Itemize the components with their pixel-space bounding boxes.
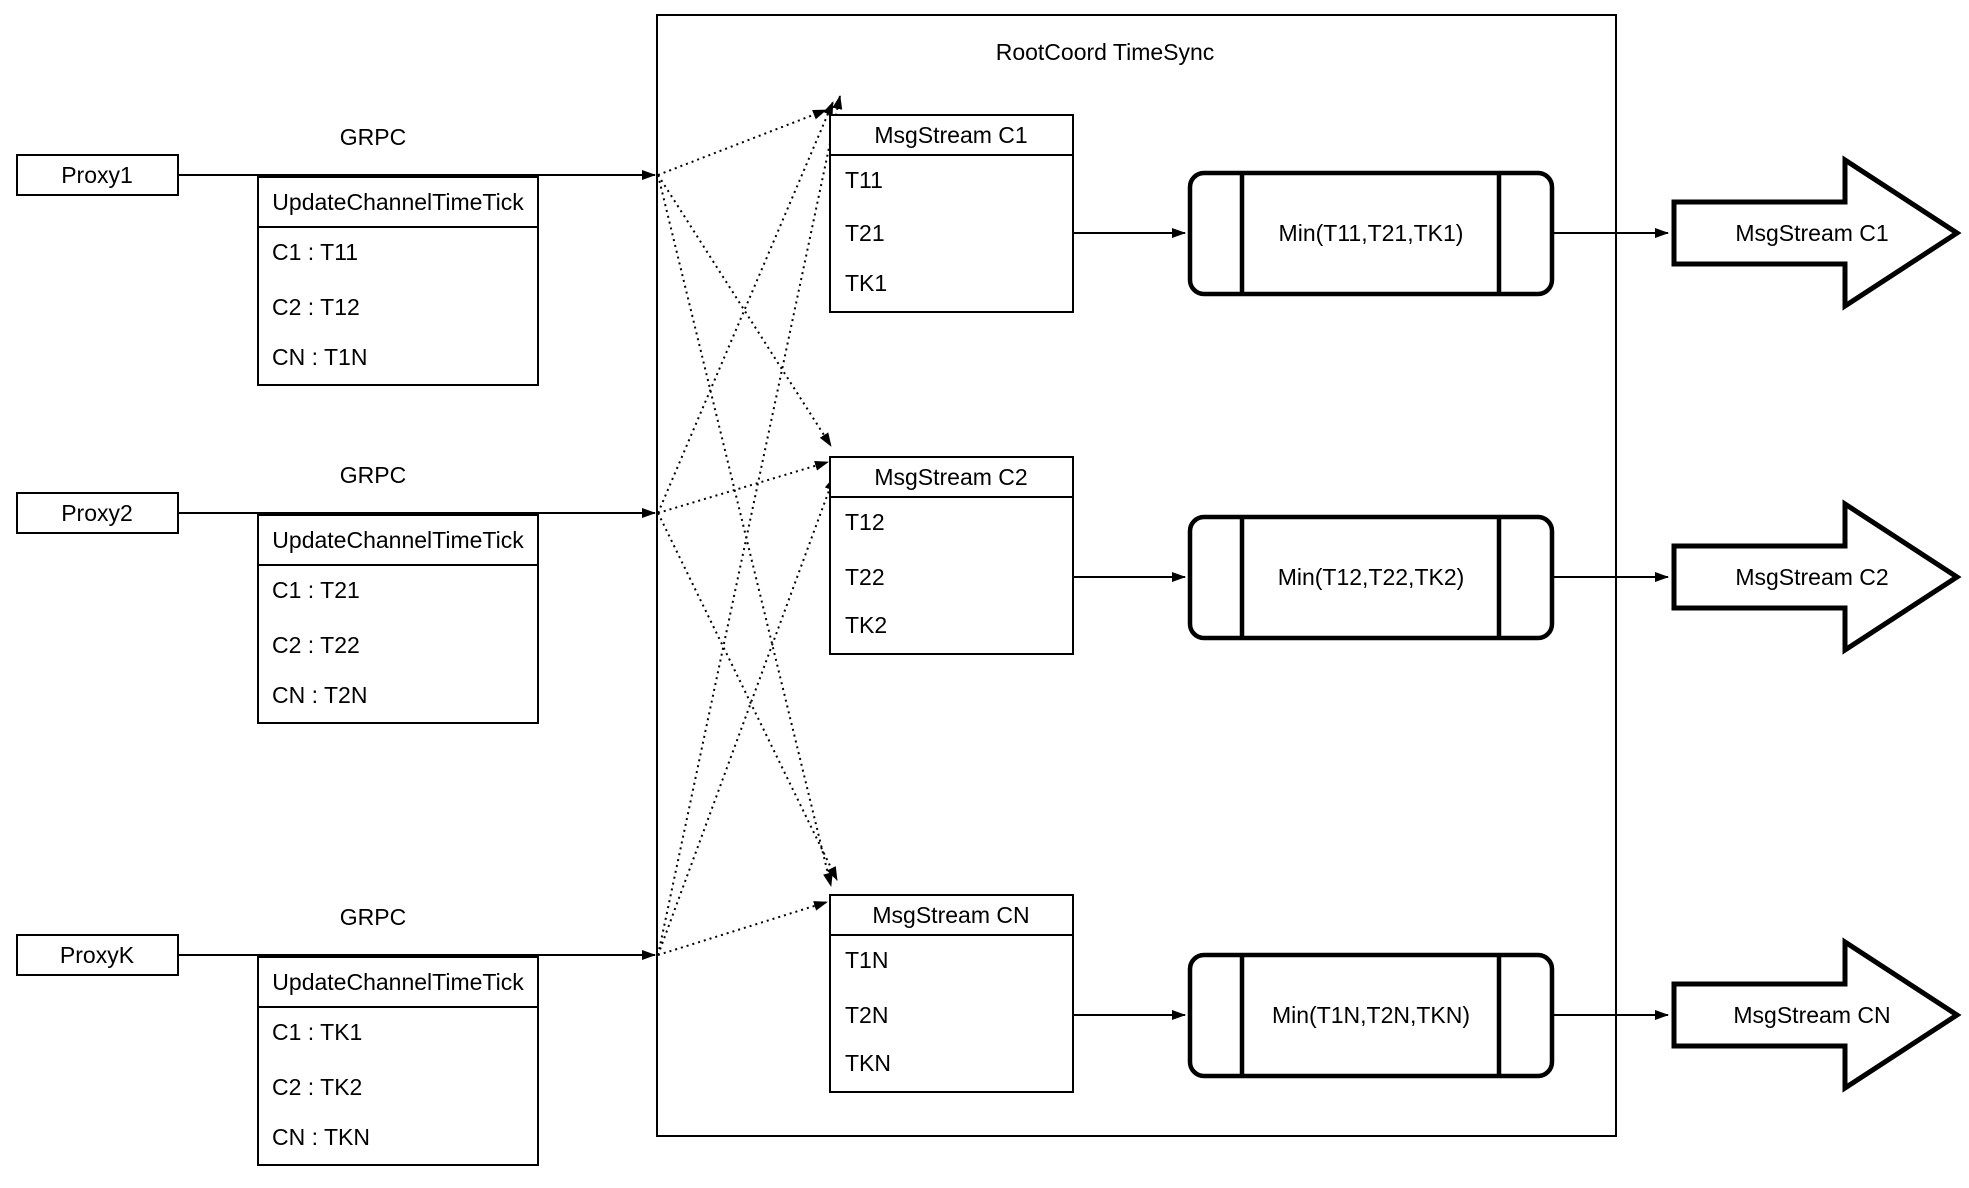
dotted-link-pk-c1 xyxy=(657,95,843,956)
table-row: T22 xyxy=(845,564,885,590)
rootcoord-title: RootCoord TimeSync xyxy=(996,39,1215,65)
output-arrow-1 xyxy=(1671,155,1962,311)
output-arrow-label-1: MsgStream C1 xyxy=(1735,220,1888,246)
channel-group-2: MsgStream C2 T12 T22 TK2 Min(T12,T22,TK2… xyxy=(829,456,1962,655)
msgstream-table-header-1: MsgStream C1 xyxy=(874,122,1027,148)
update-tick-header-3: UpdateChannelTimeTick xyxy=(272,969,524,995)
table-row: C2 : TK2 xyxy=(272,1074,362,1100)
grpc-label-3: GRPC xyxy=(340,904,406,930)
update-tick-table-3 xyxy=(257,956,539,1166)
table-row: C1 : T11 xyxy=(272,239,358,265)
msgstream-table-2 xyxy=(829,456,1074,655)
table-row: C1 : T21 xyxy=(272,577,360,603)
update-tick-header-1: UpdateChannelTimeTick xyxy=(272,189,524,215)
proxy-group-3: ProxyK GRPC UpdateChannelTimeTick C1 : T… xyxy=(16,904,656,1166)
table-row: C2 : T12 xyxy=(272,294,360,320)
table-row: TKN xyxy=(845,1050,891,1076)
proxy-group-2: Proxy2 GRPC UpdateChannelTimeTick C1 : T… xyxy=(16,462,656,724)
min-label-1: Min(T11,T21,TK1) xyxy=(1279,220,1464,246)
grpc-label-2: GRPC xyxy=(340,462,406,488)
msgstream-table-1 xyxy=(829,114,1074,313)
proxy2-label: Proxy2 xyxy=(61,500,133,526)
proxy2-box xyxy=(16,492,179,534)
dotted-link-pk-c2 xyxy=(657,476,835,956)
output-arrow-label-2: MsgStream C2 xyxy=(1735,564,1888,590)
proxy1-label: Proxy1 xyxy=(61,162,133,188)
output-arrow-label-3: MsgStream CN xyxy=(1733,1002,1890,1028)
table-row: T1N xyxy=(845,947,888,973)
table-row: CN : T1N xyxy=(272,344,367,370)
table-row: C1 : TK1 xyxy=(272,1019,362,1045)
table-row: C2 : T22 xyxy=(272,632,360,658)
update-tick-table-1 xyxy=(257,176,539,386)
table-row: CN : T2N xyxy=(272,682,367,708)
channel-group-3: MsgStream CN T1N T2N TKN Min(T1N,T2N,TKN… xyxy=(829,894,1962,1093)
output-arrow-3 xyxy=(1671,937,1962,1093)
msgstream-table-3 xyxy=(829,894,1074,1093)
update-tick-header-2: UpdateChannelTimeTick xyxy=(272,527,524,553)
msgstream-table-header-2: MsgStream C2 xyxy=(874,464,1027,490)
grpc-label-1: GRPC xyxy=(340,124,406,150)
proxy-group-1: Proxy1 GRPC UpdateChannelTimeTick C1 : T… xyxy=(16,124,656,386)
output-arrow-2 xyxy=(1671,499,1962,655)
dotted-link-p2-c1 xyxy=(657,101,834,514)
proxyk-box xyxy=(16,934,179,976)
dotted-link-p1-c1 xyxy=(657,109,827,176)
dotted-links xyxy=(657,95,843,956)
table-row: T2N xyxy=(845,1002,888,1028)
table-row: T12 xyxy=(845,509,885,535)
table-row: TK2 xyxy=(845,612,887,638)
msgstream-table-header-3: MsgStream CN xyxy=(872,902,1029,928)
table-row: T11 xyxy=(845,167,883,193)
dotted-link-p2-cn xyxy=(657,512,838,881)
proxyk-label: ProxyK xyxy=(60,942,135,968)
min-label-2: Min(T12,T22,TK2) xyxy=(1278,564,1465,590)
table-row: T21 xyxy=(845,220,885,246)
dotted-link-p1-cn xyxy=(657,174,833,887)
update-tick-table-2 xyxy=(257,514,539,724)
table-row: CN : TKN xyxy=(272,1124,370,1150)
proxy1-box xyxy=(16,154,179,196)
channel-group-1: MsgStream C1 T11 T21 TK1 Min(T11,T21,TK1… xyxy=(829,114,1962,313)
table-row: TK1 xyxy=(845,270,887,296)
min-label-3: Min(T1N,T2N,TKN) xyxy=(1272,1002,1470,1028)
